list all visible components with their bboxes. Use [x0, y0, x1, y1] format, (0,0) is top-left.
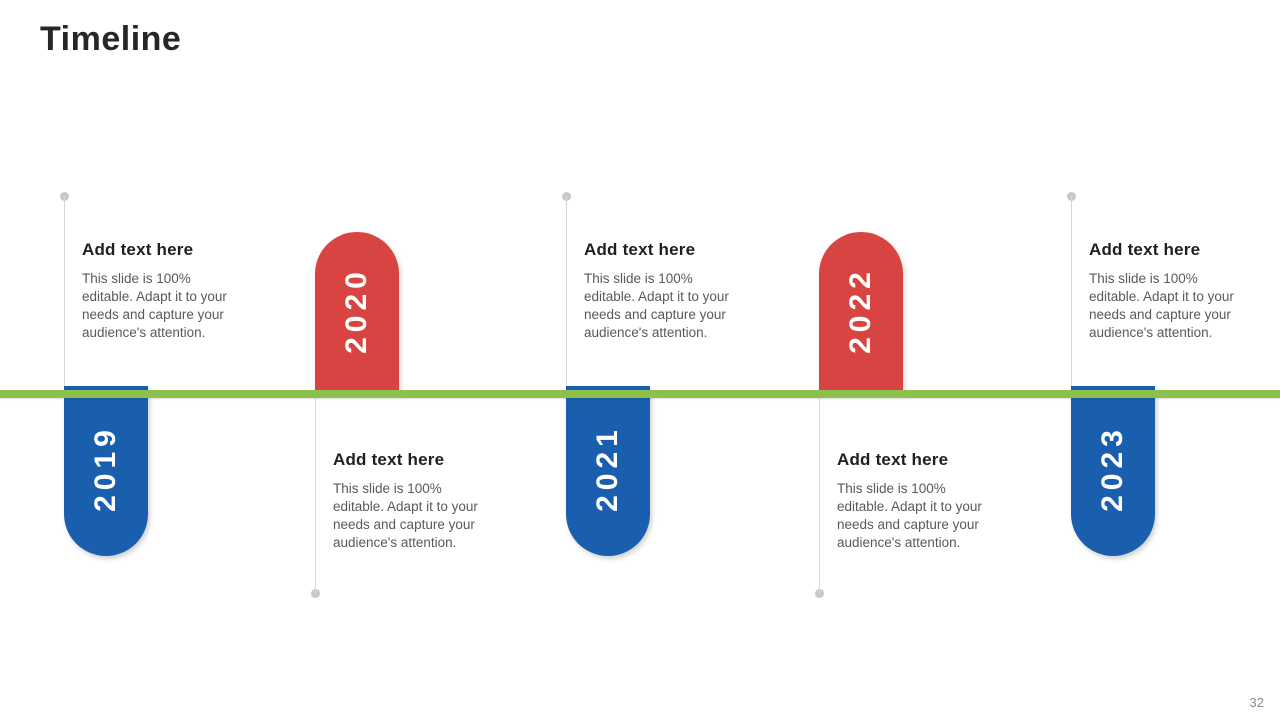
year-label: 2021: [591, 425, 624, 512]
text-block-heading: Add text here: [82, 240, 194, 259]
timeline-item-2021: Add text here This slide is 100% editabl…: [562, 0, 818, 720]
year-label: 2022: [844, 267, 877, 354]
timeline-item-2019: Add text here This slide is 100% editabl…: [60, 0, 316, 720]
text-block-heading: Add text here: [584, 240, 696, 259]
connector-line: [64, 196, 65, 390]
timeline-item-2020: Add text here This slide is 100% editabl…: [311, 0, 567, 720]
text-block-body: This slide is 100% editable. Adapt it to…: [1089, 271, 1234, 340]
year-pill-2019: 2019: [64, 386, 148, 556]
year-pill-2023: 2023: [1071, 386, 1155, 556]
page-title: Timeline: [40, 20, 182, 58]
year-label: 2019: [89, 425, 122, 512]
text-block: Add text here This slide is 100% editabl…: [333, 450, 493, 552]
page-number: 32: [1249, 695, 1264, 710]
connector-line: [819, 398, 820, 594]
year-label: 2023: [1096, 425, 1129, 512]
text-block-body: This slide is 100% editable. Adapt it to…: [82, 271, 227, 340]
text-block-heading: Add text here: [1089, 240, 1201, 259]
timeline-axis-line: [0, 390, 1280, 398]
text-block-body: This slide is 100% editable. Adapt it to…: [584, 271, 729, 340]
text-block: Add text here This slide is 100% editabl…: [837, 450, 997, 552]
text-block-heading: Add text here: [333, 450, 445, 469]
year-label: 2020: [340, 267, 373, 354]
text-block: Add text here This slide is 100% editabl…: [584, 240, 744, 342]
timeline-item-2023: Add text here This slide is 100% editabl…: [1067, 0, 1280, 720]
timeline-item-2022: Add text here This slide is 100% editabl…: [815, 0, 1071, 720]
connector-line: [315, 398, 316, 594]
text-block: Add text here This slide is 100% editabl…: [82, 240, 242, 342]
text-block: Add text here This slide is 100% editabl…: [1089, 240, 1249, 342]
text-block-body: This slide is 100% editable. Adapt it to…: [837, 481, 982, 550]
year-pill-2020: 2020: [315, 232, 399, 394]
year-pill-2021: 2021: [566, 386, 650, 556]
text-block-body: This slide is 100% editable. Adapt it to…: [333, 481, 478, 550]
text-block-heading: Add text here: [837, 450, 949, 469]
connector-line: [566, 196, 567, 390]
year-pill-2022: 2022: [819, 232, 903, 394]
connector-line: [1071, 196, 1072, 390]
